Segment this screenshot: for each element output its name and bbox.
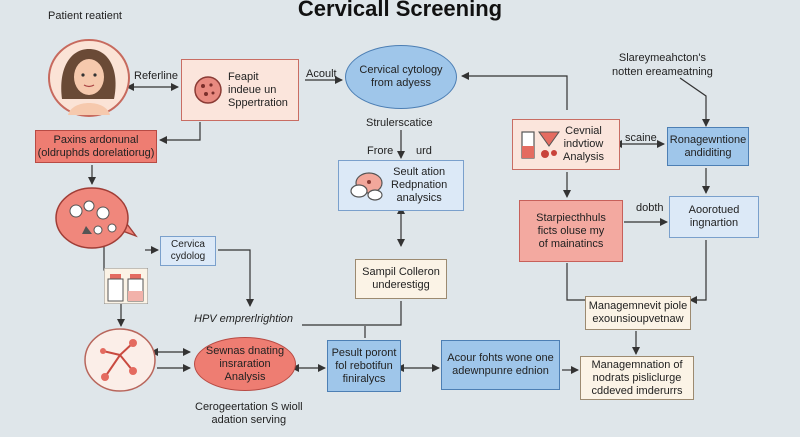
starpiecthhuls-box: Starpiecthhuls ficts oluse my of mainati…	[519, 200, 623, 262]
management-bottom-box: Managemnation of nodrats pisliclurge cdd…	[580, 356, 694, 400]
aoorotued-box: Aoorotued ingnartion	[669, 196, 759, 238]
starpie-line-2: ficts oluse my	[537, 224, 605, 237]
management-bottom-line-3: cddeved imderurrs	[591, 384, 683, 397]
ronage-line-2: andiditing	[684, 146, 732, 159]
sewnas-analysis-node: Sewnas dnating insraration Analysis	[194, 337, 296, 391]
line-sampl-hpv	[302, 301, 402, 326]
cervica-line-1: Cervica	[171, 239, 205, 250]
cervial-line-3: Analysis	[563, 151, 604, 163]
sampl-line-1: Sampil Colleron	[362, 266, 440, 278]
hpv-label: HPV emprerlrightion	[194, 313, 294, 325]
paxins-box: Paxins ardonunal (oldruphds dorelatiorug…	[35, 130, 157, 163]
line-starpie-management	[566, 263, 586, 301]
strulerscatice-label: Strulerscatice	[366, 117, 433, 129]
acoult-label: Acoult	[306, 68, 337, 80]
arrow-cervica-hpv	[218, 249, 254, 307]
aoorotued-line-2: ingnartion	[689, 217, 739, 229]
feapit-line-3: Sppertration	[228, 96, 288, 109]
starpie-line-1: Starpiecthhuls	[536, 211, 606, 224]
result-line-1: Seult ation	[393, 166, 446, 178]
acour-box: Acour fohts wone one adewnpunre ednion	[441, 340, 560, 390]
note-line-2: notten ereameatning	[612, 66, 713, 78]
acour-line-2: adewnpunre ednion	[452, 365, 549, 377]
microscope-cells-icon	[194, 76, 222, 104]
cytology-line-1: Cervical cytology	[359, 64, 443, 76]
cell-cluster-icon	[52, 186, 138, 250]
feapit-line-1: Feapit	[228, 70, 259, 83]
note-line-1: Slareymeahcton's	[618, 52, 706, 64]
urd-label: urd	[416, 145, 432, 157]
cervical-cytology-node: Cervical cytology from adyess	[345, 45, 457, 109]
ronage-line-1: Ronagewntione	[669, 133, 747, 146]
specimen-cells-icon	[350, 172, 383, 201]
cervial-line-2: indvtiow	[563, 138, 604, 150]
acour-line-1: Acour fohts wone one	[447, 352, 554, 364]
sewnas-line-3: Analysis	[224, 370, 266, 383]
cervica-box: Cervica cydolog	[160, 236, 216, 266]
cervial-analysis-box: Cevnial indvtiow Analysis	[512, 119, 620, 170]
patient-label: Patient reatient	[48, 10, 122, 22]
sampl-colleron-box: Sampil Colleron underestigg	[355, 259, 447, 299]
pesult-line-2: fol rebotifun	[335, 359, 393, 372]
hpv-network-icon	[83, 327, 157, 393]
arrow-feapit-paxins	[159, 122, 201, 144]
management-bottom-line-2: nodrats pisliclurge	[592, 371, 682, 384]
lab-tubes-icon	[521, 131, 560, 159]
feapit-box: Feapit indeue un Sppertration	[181, 59, 299, 121]
cervial-line-1: Cevnial	[565, 125, 602, 137]
paxins-line-1: Paxins ardonunal	[53, 133, 139, 146]
referral-label: Referline	[134, 70, 179, 82]
pesult-box: Pesult poront fol rebotifun finiralycs	[327, 340, 401, 392]
sewnas-line-1: Sewnas dnating	[205, 344, 285, 357]
feapit-line-2: indeue un	[228, 83, 277, 96]
pesult-line-3: finiralycs	[342, 372, 386, 385]
pesult-line-1: Pesult poront	[331, 346, 397, 359]
bottom-caption: Cerogeertation S wioll adation serving	[195, 401, 303, 427]
top-right-note: Slareymeahcton's notten ereameatning	[612, 51, 713, 79]
aoorotued-line-1: Aoorotued	[688, 204, 740, 216]
result-line-2: Redpnation	[391, 179, 448, 191]
arrow-note-ronage	[679, 77, 710, 127]
cytology-line-2: from adyess	[371, 77, 431, 89]
result-line-3: analysics	[396, 192, 442, 204]
management-top-line-2: exounsioupvetnaw	[592, 313, 684, 325]
sample-vials-icon	[103, 267, 149, 305]
paxins-line-2: (oldruphds dorelatiorug)	[37, 146, 155, 159]
starpie-line-3: of mainatincs	[538, 237, 604, 250]
patient-avatar-icon	[48, 39, 130, 117]
caption-line-1: Cerogeertation S wioll	[195, 401, 303, 413]
management-top-line-1: Managemnevit piole	[588, 300, 688, 312]
ronagewntione-box: Ronagewntione andiditing	[667, 127, 749, 166]
arrow-right-cytology	[461, 72, 568, 110]
management-bottom-line-1: Managemnation of	[591, 358, 683, 371]
sewnas-line-2: insraration	[219, 357, 271, 370]
caption-line-2: adation serving	[211, 414, 287, 426]
cervica-line-2: cydolog	[170, 251, 206, 262]
result-box: Seult ation Redpnation analysics	[338, 160, 464, 211]
page-title: Cervicall Screening	[297, 0, 503, 21]
dobth-label: dobth	[636, 202, 664, 214]
arrow-aorotued-management	[689, 240, 707, 304]
management-top-box: Managemnevit piole exounsioupvetnaw	[585, 296, 691, 330]
sampl-line-2: underestigg	[372, 279, 430, 291]
frore-label: Frore	[367, 145, 394, 157]
scaine-label: scaine	[625, 132, 657, 144]
